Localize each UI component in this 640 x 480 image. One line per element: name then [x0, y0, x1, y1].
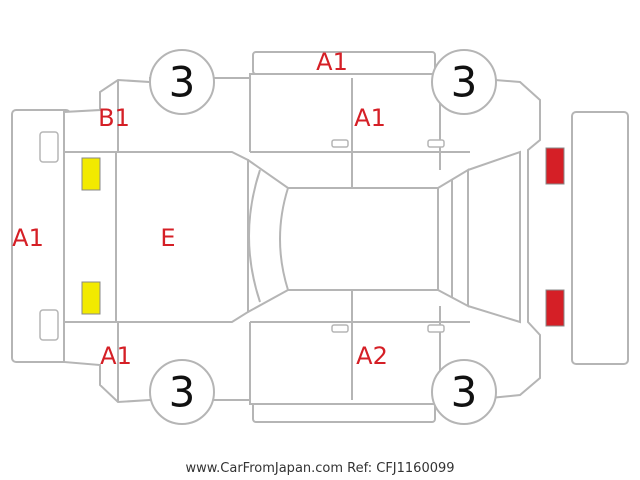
tire-rear-right-value: 3: [451, 368, 478, 417]
taillamp-bottom: [545, 289, 565, 327]
tire-rear-right: 3: [431, 359, 497, 425]
headlamp-bottom: [81, 281, 101, 315]
trunk: [467, 150, 529, 324]
reference-caption: www.CarFromJapan.com Ref: CFJ1160099: [185, 461, 454, 476]
cabin: [247, 159, 469, 313]
code-door-top-right: A1: [354, 104, 386, 132]
tire-front-left-value: 3: [169, 58, 196, 107]
headlamp-top: [81, 157, 101, 191]
code-door-bottom-right: A2: [356, 342, 388, 370]
taillamp-top: [545, 147, 565, 185]
rear-bumper: [571, 111, 629, 365]
code-hood: E: [160, 224, 175, 252]
tire-front-left: 3: [149, 49, 215, 115]
tire-front-right: 3: [149, 359, 215, 425]
code-fender-front-left: A1: [100, 342, 132, 370]
tire-rear-left: 3: [431, 49, 497, 115]
code-roof-top: A1: [316, 48, 348, 76]
code-fender-front-right: B1: [98, 104, 130, 132]
tire-rear-left-value: 3: [451, 58, 478, 107]
tire-front-right-value: 3: [169, 368, 196, 417]
code-front-bumper: A1: [12, 224, 44, 252]
